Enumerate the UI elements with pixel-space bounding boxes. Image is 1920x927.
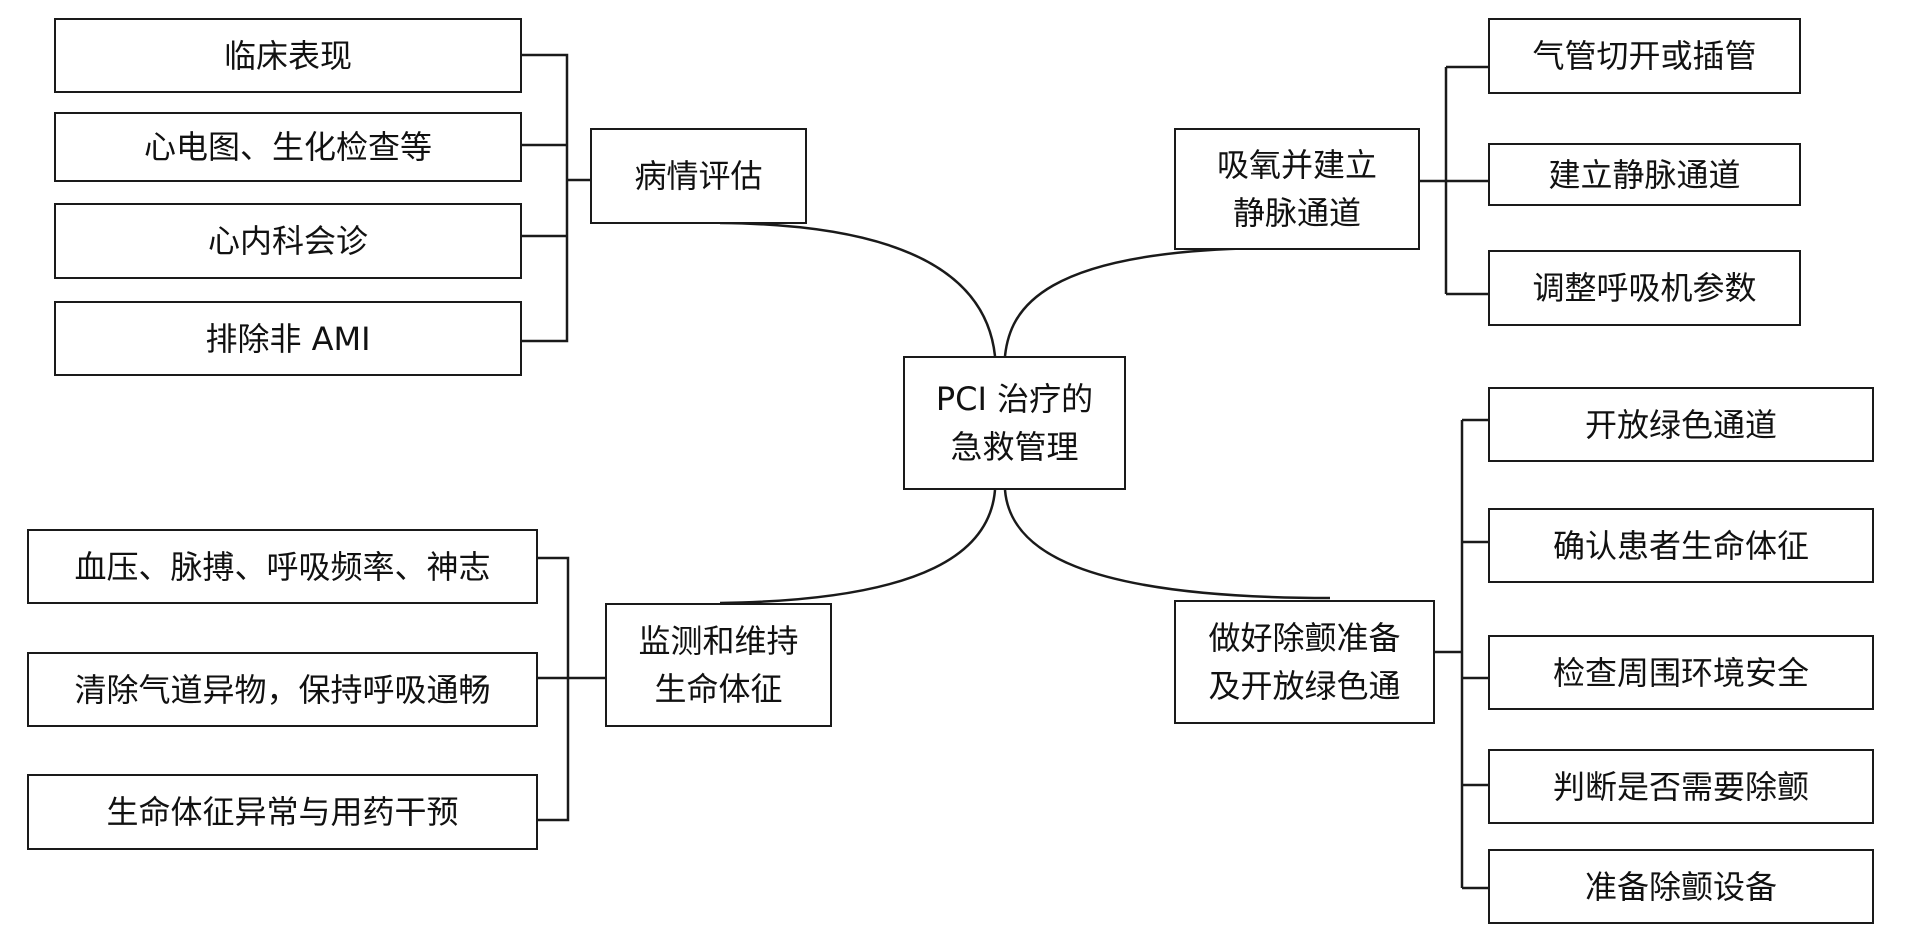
center-node: PCI 治疗的 急救管理	[903, 356, 1126, 490]
leaf-oxygen-1: 气管切开或插管	[1488, 18, 1801, 94]
leaf-assessment-3: 心内科会诊	[54, 203, 522, 279]
leaf-defib-1: 开放绿色通道	[1488, 387, 1874, 462]
curve-center-defib	[1003, 489, 1331, 600]
leaf-oxygen-2: 建立静脉通道	[1488, 143, 1801, 206]
curve-center-monitoring	[719, 489, 997, 605]
leaf-defib-3: 检查周围环境安全	[1488, 635, 1874, 710]
leaf-assessment-4: 排除非 AMI	[54, 301, 522, 376]
bracket-assessment	[522, 53, 590, 343]
curve-center-assessment	[719, 221, 997, 357]
leaf-assessment-1: 临床表现	[54, 18, 522, 93]
branch-oxygen: 吸氧并建立 静脉通道	[1174, 128, 1420, 250]
branch-defib: 做好除颤准备 及开放绿色通	[1174, 600, 1435, 724]
branch-monitoring: 监测和维持 生命体征	[605, 603, 832, 727]
bracket-oxygen	[1418, 65, 1488, 296]
leaf-monitoring-3: 生命体征异常与用药干预	[27, 774, 538, 850]
leaf-assessment-2: 心电图、生化检查等	[54, 112, 522, 182]
leaf-defib-2: 确认患者生命体征	[1488, 508, 1874, 583]
bracket-monitoring	[536, 556, 605, 822]
leaf-monitoring-2: 清除气道异物，保持呼吸通畅	[27, 652, 538, 727]
leaf-oxygen-3: 调整呼吸机参数	[1488, 250, 1801, 326]
curve-center-oxygen	[1003, 246, 1271, 357]
leaf-monitoring-1: 血压、脉搏、呼吸频率、神志	[27, 529, 538, 604]
branch-assessment: 病情评估	[590, 128, 807, 224]
leaf-defib-5: 准备除颤设备	[1488, 849, 1874, 924]
leaf-defib-4: 判断是否需要除颤	[1488, 749, 1874, 824]
bracket-defib	[1433, 418, 1488, 890]
